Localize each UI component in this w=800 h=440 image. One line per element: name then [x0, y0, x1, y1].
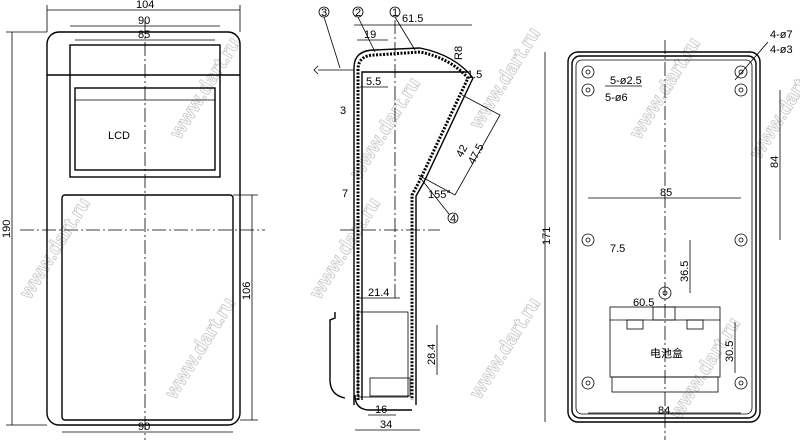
dim-36-5: 36.5 — [679, 261, 691, 282]
watermarks: www.dart.ru www.dart.ru www.dart.ru www.… — [15, 23, 800, 424]
mounting-holes — [581, 65, 748, 390]
battery-box: 电池盒 — [609, 306, 721, 393]
dim-61-5: 61.5 — [402, 13, 423, 25]
watermark: www.dart.ru — [745, 54, 800, 164]
dim-5-d2-5: 5-ø2.5 — [610, 75, 642, 87]
lcd-label: LCD — [108, 130, 130, 142]
dim-171: 171 — [541, 227, 553, 245]
callout-2: 2 — [355, 7, 361, 19]
dim-190: 190 — [1, 220, 13, 238]
dim-5-d6: 5-ø6 — [605, 92, 628, 104]
dim-4-d3: 4-ø3 — [770, 44, 793, 56]
dim-47-5: 47.5 — [466, 142, 487, 167]
dim-r8: R8 — [453, 46, 465, 60]
battery-box-label: 电池盒 — [650, 346, 683, 360]
dim-7: 7 — [342, 188, 348, 200]
callouts: 3 2 1 4 — [318, 6, 459, 225]
dim-90-bottom: 90 — [138, 421, 150, 433]
watermark: www.dart.ru — [665, 314, 745, 424]
dim-16: 16 — [375, 404, 387, 416]
front-view: LCD 104 90 85 190 106 90 — [1, 0, 265, 440]
dim-3: 3 — [340, 105, 346, 117]
dim-21-4: 21.4 — [368, 287, 389, 299]
dim-104: 104 — [136, 0, 154, 11]
dim-19: 19 — [364, 29, 376, 41]
watermark: www.dart.ru — [160, 294, 240, 404]
dim-60-5: 60.5 — [633, 297, 654, 309]
dim-85: 85 — [138, 29, 150, 41]
callout-4: 4 — [450, 213, 456, 225]
watermark: www.dart.ru — [15, 194, 95, 304]
dim-84-bottom: 84 — [658, 405, 670, 417]
dim-34: 34 — [380, 419, 392, 431]
watermark: www.dart.ru — [465, 294, 545, 404]
dim-30-5: 30.5 — [724, 341, 736, 362]
callout-3: 3 — [321, 7, 327, 19]
dim-155-angle: 155° — [428, 189, 451, 201]
dim-28-4: 28.4 — [426, 344, 438, 365]
side-view: 3 2 1 4 61.5 19 5.5 3 7 R8 1.5 42 47.5 1… — [313, 6, 501, 431]
dim-7-5: 7.5 — [610, 243, 625, 255]
dim-5-5: 5.5 — [366, 76, 381, 88]
dim-90-top: 90 — [138, 15, 150, 27]
dim-85: 85 — [660, 187, 672, 199]
dim-4-d7: 4-ø7 — [770, 29, 793, 41]
dim-42: 42 — [454, 143, 470, 159]
dim-1-5: 1.5 — [467, 69, 482, 81]
dim-106: 106 — [241, 282, 253, 300]
back-view: 5-ø2.5 5-ø6 4-ø7 4-ø3 171 84 85 7.5 36.5… — [541, 29, 793, 440]
dim-84-side: 84 — [769, 156, 781, 168]
callout-1: 1 — [392, 7, 398, 19]
